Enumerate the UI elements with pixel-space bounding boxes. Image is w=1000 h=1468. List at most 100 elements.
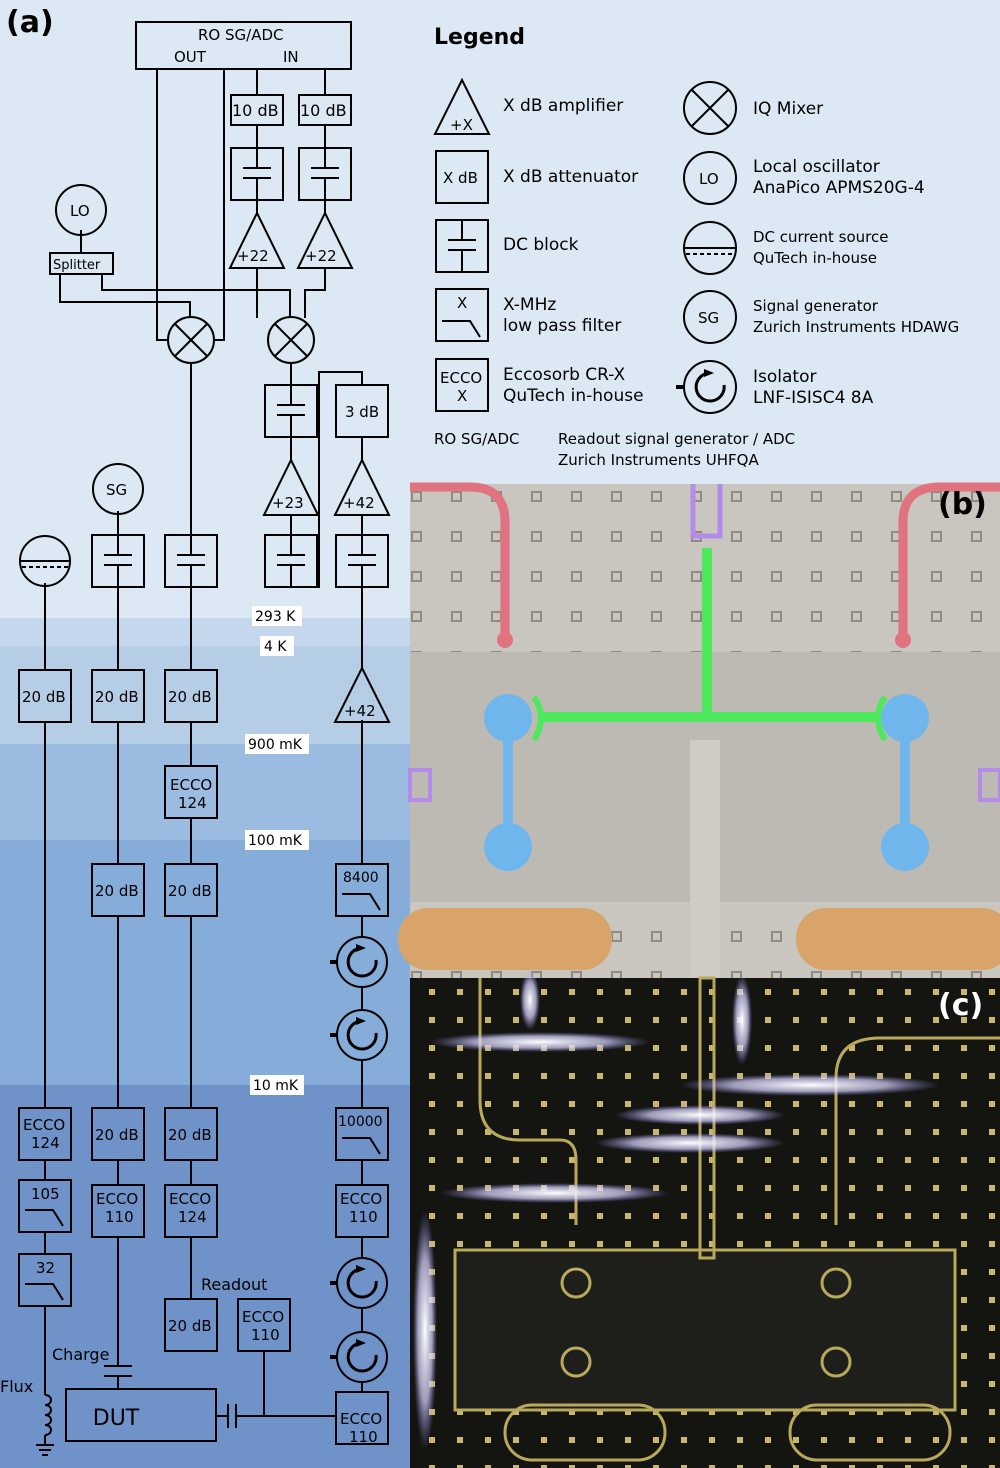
lpf-32 — [18, 1253, 72, 1307]
att-20db-sg-100mk — [91, 863, 145, 917]
att-20db-readout-label: 20 dB — [168, 1317, 212, 1335]
legend-dc-block-label: DC block — [503, 235, 579, 255]
legend-sg-symbol — [683, 290, 737, 344]
amp-42-rt-label: +42 — [343, 494, 375, 512]
legend-ro-abbrev: RO SG/ADC — [434, 430, 519, 448]
sg-label: SG — [106, 481, 127, 499]
legend-ecco-label: Eccosorb CR-X — [503, 365, 626, 385]
ecco-110-out-b-value: 110 — [349, 1428, 378, 1446]
legend-ecco-symbol-text: ECCO — [440, 369, 482, 387]
legend-ecco-label2: QuTech in-house — [503, 386, 644, 406]
panel-label-c: (c) — [938, 988, 983, 1023]
ecco-110-out-a-value: 110 — [349, 1208, 378, 1226]
att-20db-flux-4k — [18, 669, 72, 723]
lpf-8400 — [335, 863, 389, 917]
amp-22-b-label: +22 — [305, 247, 337, 265]
legend-ecco-symbol — [435, 358, 489, 412]
ecco-124-flux-10mk-value: 124 — [31, 1134, 60, 1152]
legend-isolator-label: Isolator — [753, 367, 816, 387]
att-20db-readout — [164, 1298, 218, 1352]
stage-900mk-bg — [0, 744, 410, 840]
lo-source — [55, 184, 107, 236]
legend-sg-symbol-text: SG — [698, 309, 719, 327]
legend-attenuator-label: X dB attenuator — [503, 167, 638, 187]
lpf-32-label: 32 — [36, 1259, 55, 1277]
legend-lpf-symbol — [435, 288, 489, 342]
ecco-124-drive-10mk-label: ECCO — [169, 1190, 211, 1208]
att-10db-a-label: 10 dB — [232, 101, 279, 120]
legend-lo-label2: AnaPico APMS20G-4 — [753, 178, 925, 198]
att-20db-drive-4k-label: 20 dB — [168, 688, 212, 706]
att-20db-sg-4k-label: 20 dB — [95, 688, 139, 706]
ecco-110-out-b — [335, 1391, 389, 1445]
legend-amplifier-label: X dB amplifier — [503, 96, 623, 116]
legend-lpf-label: X-MHz — [503, 295, 556, 315]
att-3db-label: 3 dB — [345, 403, 379, 421]
amp-42-4k-label: +42 — [344, 702, 376, 720]
legend-ro-desc: Readout signal generator / ADC — [558, 430, 795, 448]
legend-iq-mixer-symbol — [683, 81, 737, 135]
legend-sg-label2: Zurich Instruments HDAWG — [753, 318, 959, 336]
panel-label-b: (b) — [938, 487, 987, 522]
stage-100mk-bg — [0, 840, 410, 1085]
amp-23-label: +23 — [272, 494, 304, 512]
ro-sg-adc-box — [135, 21, 352, 70]
ecco-110-readout-value: 110 — [251, 1326, 280, 1344]
att-20db-drive-10mk — [164, 1107, 218, 1161]
legend-iq-mixer-label: IQ Mixer — [753, 99, 823, 119]
ecco-124-drive-900mk-label: ECCO — [170, 776, 212, 794]
temp-293k-label: 293 K — [255, 609, 296, 625]
photo-c-device-darkfield — [410, 970, 1000, 1468]
att-20db-flux-4k-label: 20 dB — [22, 688, 66, 706]
splitter-box — [49, 252, 114, 275]
ecco-124-drive-10mk-value: 124 — [178, 1208, 207, 1226]
amp-42-rt — [333, 457, 391, 516]
amp-22-b — [296, 210, 354, 269]
att-20db-drive-4k — [164, 669, 218, 723]
ecco-124-drive-900mk — [164, 765, 218, 819]
amp-22-a — [228, 210, 286, 269]
legend-isolator-label2: LNF-ISISC4 8A — [753, 388, 874, 408]
legend-ro-desc2: Zurich Instruments UHFQA — [558, 451, 759, 469]
lpf-105 — [18, 1179, 72, 1233]
dut-box — [65, 1388, 217, 1442]
att-10db-b — [298, 94, 352, 126]
legend-dc-source-label2: QuTech in-house — [753, 249, 877, 267]
lpf-10000 — [335, 1107, 389, 1161]
ecco-110-out-a — [335, 1184, 389, 1238]
ecco-110-sg — [91, 1184, 145, 1238]
legend-amplifier-symbol — [433, 77, 491, 135]
temp-100mk-label: 100 mK — [248, 833, 303, 849]
readout-line-label: Readout — [201, 1275, 267, 1294]
ro-out-label: OUT — [174, 48, 207, 66]
lo-label: LO — [70, 202, 90, 220]
ecco-124-flux-10mk — [18, 1107, 72, 1161]
ecco-124-drive-900mk-value: 124 — [178, 794, 207, 812]
legend-sg-label: Signal generator — [753, 297, 879, 315]
legend-lo-symbol — [683, 151, 737, 205]
ecco-110-readout-label: ECCO — [242, 1308, 284, 1326]
legend-amplifier-symbol-text: +X — [450, 116, 473, 134]
legend-lpf-symbol-text: X — [457, 294, 467, 312]
att-3db — [335, 384, 389, 438]
stage-293k-bg — [0, 0, 410, 618]
amp-22-a-label: +22 — [237, 247, 269, 265]
ro-sg-adc-label: RO SG/ADC — [198, 26, 283, 44]
att-10db-a — [230, 94, 284, 126]
ecco-124-drive-10mk — [164, 1184, 218, 1238]
att-20db-sg-4k — [91, 669, 145, 723]
ro-in-label: IN — [283, 48, 299, 66]
splitter-label: Splitter — [53, 258, 101, 273]
lpf-105-label: 105 — [31, 1185, 60, 1203]
photo-b-device-false-color — [398, 482, 1000, 978]
legend-dc-source-label: DC current source — [753, 228, 888, 246]
att-20db-sg-10mk-label: 20 dB — [95, 1126, 139, 1144]
temp-4k-label: 4 K — [264, 639, 287, 655]
temp-900mk-label: 900 mK — [248, 737, 303, 753]
iq-mixer-a — [167, 316, 215, 364]
stage-10mk-bg — [0, 1085, 410, 1468]
att-20db-drive-10mk-label: 20 dB — [168, 1126, 212, 1144]
legend-attenuator-symbol-text: X dB — [443, 169, 478, 187]
att-20db-sg-10mk — [91, 1107, 145, 1161]
legend-lo-label: Local oscillator — [753, 157, 880, 177]
